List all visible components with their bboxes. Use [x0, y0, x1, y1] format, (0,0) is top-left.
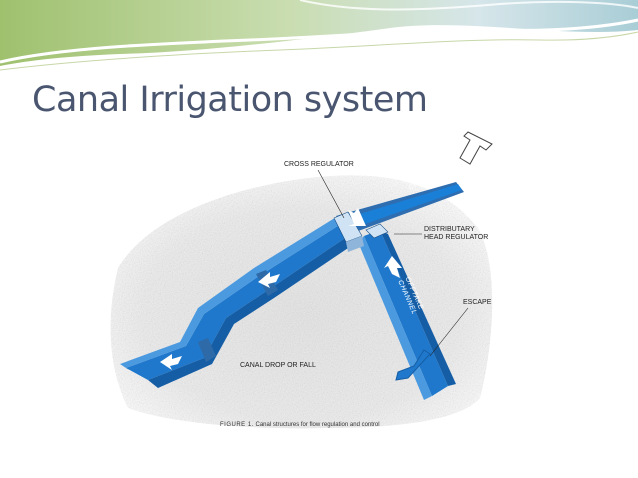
- canal-diagram: [110, 131, 493, 429]
- flow-arrow: [160, 354, 182, 370]
- slide-title: Canal Irrigation system: [32, 80, 428, 120]
- leader-cross-regulator: [317, 169, 345, 219]
- figure-caption-text: Canal structures for flow regulation and…: [255, 422, 380, 428]
- escape-channel: [395, 349, 431, 381]
- cross-regulator-label: CROSS REGULATOR: [284, 161, 354, 168]
- flow-arrow: [348, 208, 366, 226]
- flow-arrow: [258, 272, 280, 288]
- head-regulator-structure: [365, 223, 389, 239]
- canal-structures-figure: CROSS REGULATOR DISTRIBUTARY HEAD REGULA…: [108, 118, 503, 464]
- canal-drop-label: CANAL DROP OR FALL: [240, 362, 316, 369]
- figure-number: FIGURE 1.: [220, 422, 254, 428]
- flow-direction-arrow-icon: [459, 131, 493, 165]
- figure-caption: FIGURE 1. Canal structures for flow regu…: [220, 422, 380, 428]
- parent-channel: [336, 182, 464, 234]
- flow-arrows: [160, 208, 402, 370]
- escape-label: ESCAPE: [463, 299, 492, 306]
- flow-arrow: [384, 256, 402, 278]
- main-canal: [120, 216, 360, 388]
- header-decoration: [0, 0, 638, 71]
- distributary-head-regulator-label: DISTRIBUTARY HEAD REGULATOR: [424, 226, 489, 241]
- cross-regulator-structure: [333, 211, 364, 252]
- leader-escape: [429, 307, 469, 357]
